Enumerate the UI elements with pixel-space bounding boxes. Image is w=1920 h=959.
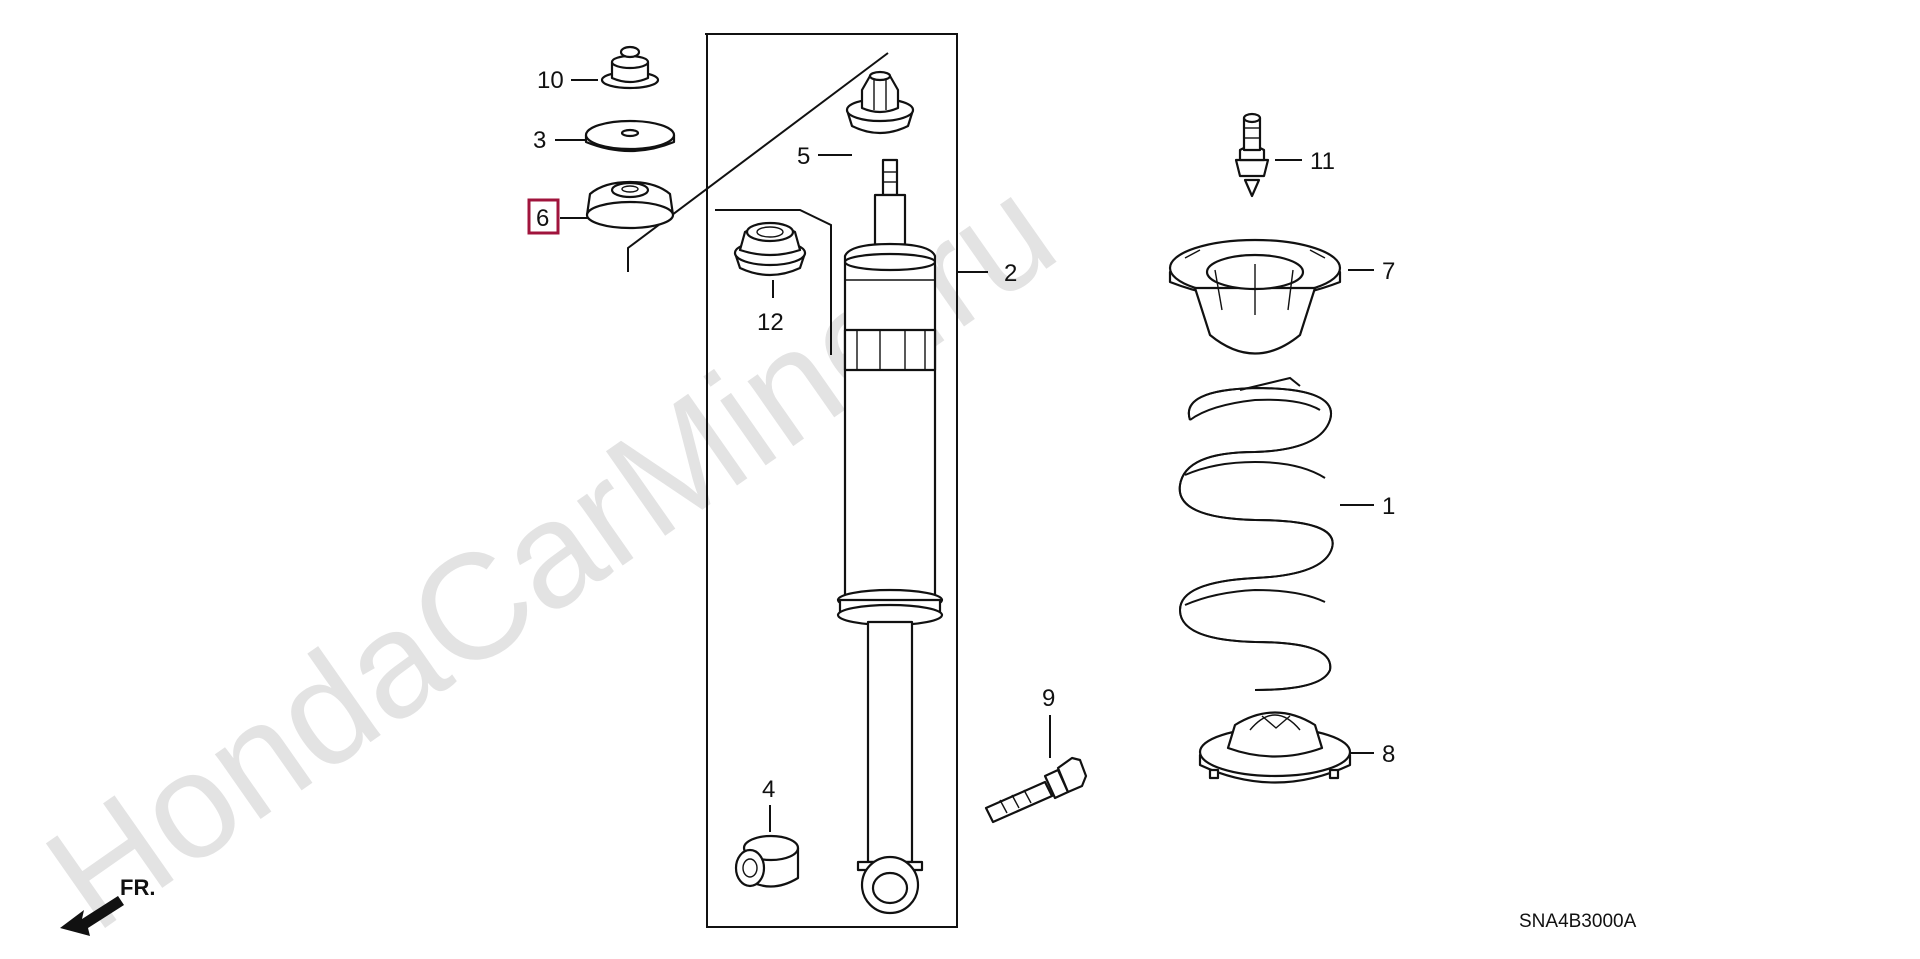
part-7-upper-spring-seat[interactable] — [1168, 238, 1342, 355]
callout-11: 11 — [1310, 148, 1335, 175]
callout-7: 7 — [1382, 258, 1395, 285]
front-label: FR. — [120, 875, 155, 900]
callout-8: 8 — [1382, 741, 1395, 768]
part-8-lower-spring-seat[interactable] — [1198, 711, 1352, 784]
leader-lines — [555, 79, 1374, 832]
callout-6[interactable]: 6 — [536, 205, 549, 232]
front-arrow-icon — [60, 896, 124, 936]
part-1-coil-spring[interactable] — [1178, 376, 1334, 691]
assembly-bracket — [705, 33, 988, 928]
callout-12: 12 — [757, 309, 784, 336]
part-2-shock-absorber[interactable] — [836, 158, 944, 915]
part-12-bump-rubber[interactable] — [733, 221, 807, 277]
part-11-clip[interactable] — [1234, 112, 1270, 198]
callout-4: 4 — [762, 776, 775, 803]
part-10-flange-nut[interactable] — [600, 45, 660, 90]
group-leader-line — [627, 52, 889, 272]
part-5-nut-bushing[interactable] — [845, 70, 915, 135]
group-leader-line-12 — [715, 209, 832, 355]
callout-1: 1 — [1382, 493, 1395, 520]
front-direction-indicator: FR. — [60, 875, 155, 936]
callout-10: 10 — [537, 67, 564, 94]
callout-9: 9 — [1042, 685, 1055, 712]
callout-2: 2 — [1004, 260, 1017, 287]
part-3-washer[interactable] — [584, 119, 676, 153]
part-9-flange-bolt[interactable] — [984, 756, 1088, 824]
callout-3: 3 — [533, 127, 546, 154]
part-4-lower-bushing[interactable] — [734, 834, 800, 888]
callout-5: 5 — [797, 143, 810, 170]
part-6-bushing[interactable] — [585, 180, 675, 230]
callout-6-highlight — [527, 198, 560, 235]
diagram-code: SNA4B3000A — [1519, 911, 1637, 932]
